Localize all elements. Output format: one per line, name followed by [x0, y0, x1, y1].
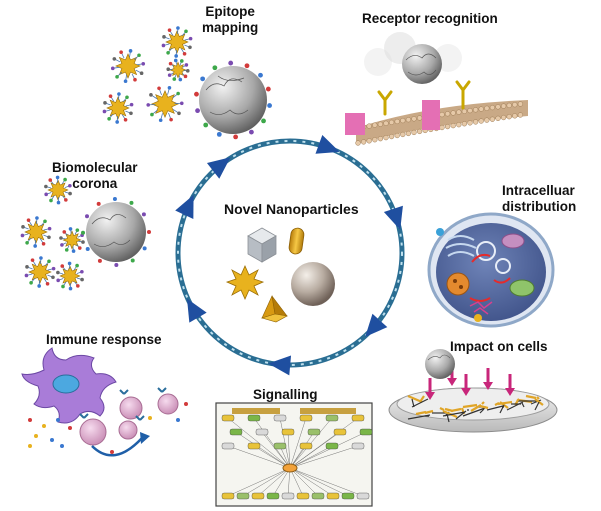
cycle-arrow: [206, 157, 231, 179]
cycle-arrow: [268, 355, 292, 376]
cycle-arrow: [383, 205, 403, 230]
rod-nanoparticle: [288, 227, 305, 255]
biomolecular-corona-illustration: [20, 175, 151, 291]
sphere-nanoparticle: [291, 262, 335, 306]
center-title: Novel Nanoparticles: [224, 201, 359, 217]
cycle-arrows: [175, 134, 403, 376]
epitope-mapping-illustration: [102, 26, 272, 140]
stage-label-receptor-recognition: Receptor recognition: [362, 11, 498, 26]
cube-nanoparticle: [247, 227, 277, 263]
stage-label-immune-response: Immune response: [46, 332, 162, 347]
immune-response-illustration: [21, 347, 188, 457]
stage-label-biomolecular-corona: Biomolecular corona: [52, 160, 138, 191]
cycle-arrow: [315, 134, 340, 154]
stage-label-epitope-mapping: Epitope mapping: [202, 4, 259, 35]
intracellular-distribution-illustration: [427, 212, 555, 328]
novel-nanoparticles-group: [225, 227, 335, 323]
cycle-arrow: [365, 313, 388, 337]
star-nanoparticle: [225, 265, 265, 300]
cycle-arrow: [175, 194, 194, 219]
receptor-recognition-illustration: [345, 32, 528, 146]
impact-on-cells-illustration: [388, 349, 558, 433]
pyramid-nanoparticle: [260, 294, 288, 323]
stage-label-impact-on-cells: Impact on cells: [450, 339, 548, 354]
signalling-pathway-illustration: [215, 402, 373, 507]
stage-label-intracellular-distribution: Intracelluar distribution: [502, 183, 577, 214]
cycle-arrow: [187, 298, 207, 323]
stage-label-signalling: Signalling: [253, 387, 318, 402]
